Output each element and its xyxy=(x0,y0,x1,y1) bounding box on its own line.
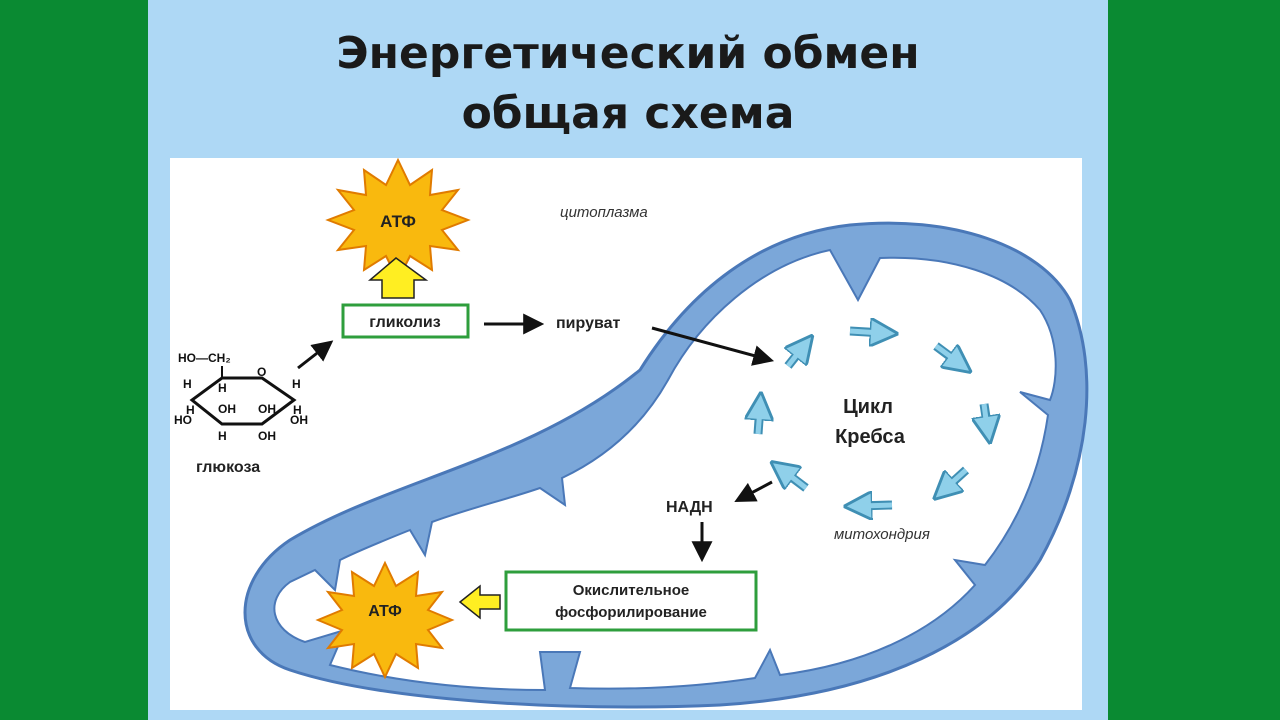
arrow-krebs-to-nadh xyxy=(734,480,773,502)
arrow-glucose-to-glycolysis xyxy=(297,340,334,370)
pyruvate-label: пируват xyxy=(556,315,620,332)
glucose-h-1: H xyxy=(183,377,192,391)
right-green-border xyxy=(1108,0,1280,720)
mitochondrion-matrix xyxy=(273,248,1057,692)
glucose-h-2: H xyxy=(218,381,227,395)
glucose-ring-o: O xyxy=(257,365,266,379)
atp-bottom-label: АТФ xyxy=(368,603,402,620)
glucose-ch2oh: HO—CH₂ xyxy=(178,351,231,365)
glucose-h-3: H xyxy=(292,377,301,391)
oxidative-phosphorylation-box xyxy=(504,570,758,632)
krebs-label-line-1: Цикл xyxy=(843,396,893,418)
oxphos-label-line-2: фосфорилирование xyxy=(555,604,707,621)
left-green-border xyxy=(0,0,148,720)
oxphos-label-line-1: Окислительное xyxy=(573,582,690,599)
mitochondria-label: митохондрия xyxy=(834,526,930,543)
glucose-h-5: H xyxy=(293,403,302,417)
nadh-label: НАДН xyxy=(666,499,713,516)
glucose-h-4: H xyxy=(186,403,195,417)
glucose-oh-1: OH xyxy=(218,402,236,416)
yellow-arrow-left xyxy=(458,584,501,620)
arrow-pyruvate-to-krebs xyxy=(651,326,775,366)
glycolysis-box xyxy=(341,303,470,339)
krebs-label-line-2: Кребса xyxy=(835,426,906,448)
glucose-oh-4: OH xyxy=(258,429,276,443)
glucose-structure: HO—CH₂ O H H H OH OH HO OH H H H OH xyxy=(174,351,308,443)
atp-star-bottom xyxy=(315,560,455,680)
glycolysis-label: гликолиз xyxy=(369,314,440,331)
glucose-ho: HO xyxy=(174,413,192,427)
title-line-2: общая схема xyxy=(461,88,795,139)
glucose-oh-3: OH xyxy=(290,413,308,427)
slide-title: Энергетический обмен общая схема xyxy=(148,24,1108,144)
glucose-label: глюкоза xyxy=(196,459,260,476)
cytoplasm-label: цитоплазма xyxy=(560,204,648,221)
yellow-arrow-up xyxy=(367,257,429,299)
glucose-h-6: H xyxy=(218,429,227,443)
glucose-oh-2: OH xyxy=(258,402,276,416)
title-line-1: Энергетический обмен xyxy=(336,28,920,79)
atp-top-label: АТФ xyxy=(380,212,416,231)
